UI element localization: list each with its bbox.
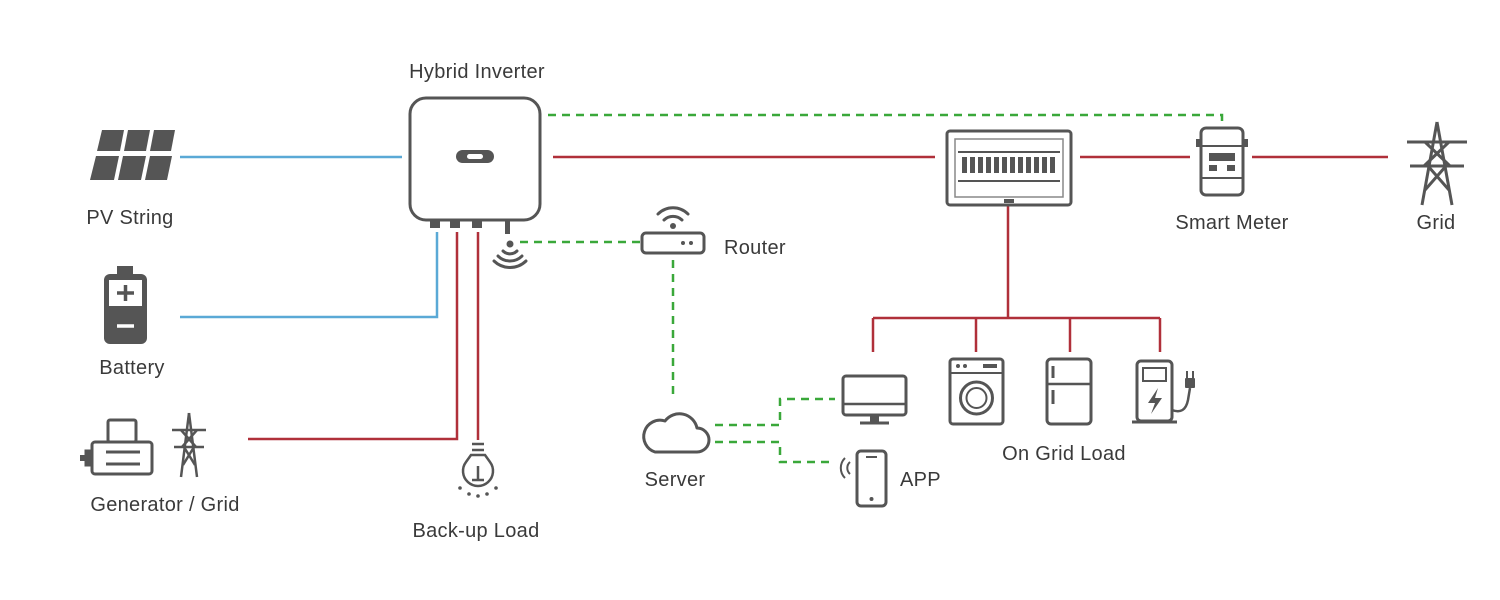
pylon-icon	[1407, 121, 1467, 206]
ev-charger-icon	[1132, 359, 1195, 424]
label-hybrid-inverter: Hybrid Inverter	[409, 61, 545, 83]
label-on-grid-load: On Grid Load	[1002, 443, 1126, 465]
router-icon	[640, 206, 706, 255]
label-pv-string: PV String	[86, 207, 173, 229]
fridge-icon	[1045, 357, 1093, 426]
comm-lines	[520, 113, 1224, 464]
server-app-comm-line	[715, 440, 835, 464]
battery-icon	[104, 266, 147, 344]
label-router: Router	[724, 237, 786, 259]
dc-lines	[180, 155, 439, 319]
wifi-signal-icon	[492, 240, 528, 269]
solar-panel-icon	[90, 130, 175, 180]
inverter-icon	[408, 96, 542, 234]
battery-dc-line	[180, 232, 439, 319]
monitor-icon	[841, 374, 908, 425]
label-app: APP	[900, 469, 941, 491]
label-battery: Battery	[99, 357, 164, 379]
label-server: Server	[645, 469, 706, 491]
label-generator-grid: Generator / Grid	[90, 494, 239, 516]
cloud-icon	[642, 412, 711, 454]
bulb-icon	[458, 442, 498, 498]
washing-machine-icon	[948, 357, 1005, 426]
generator-icon	[80, 418, 154, 476]
distribution-board-icon	[945, 129, 1073, 207]
label-smart-meter: Smart Meter	[1175, 212, 1288, 234]
pylon-icon	[172, 412, 206, 478]
ac-lines	[248, 155, 1388, 441]
smart-meter-icon	[1196, 126, 1248, 197]
server-monitor-comm-line	[715, 397, 835, 427]
label-grid: Grid	[1417, 212, 1456, 234]
phone-icon	[839, 449, 888, 508]
inverter-meter-comm-line	[548, 113, 1224, 128]
generator-line	[248, 232, 459, 441]
label-backup-load: Back-up Load	[412, 520, 539, 542]
